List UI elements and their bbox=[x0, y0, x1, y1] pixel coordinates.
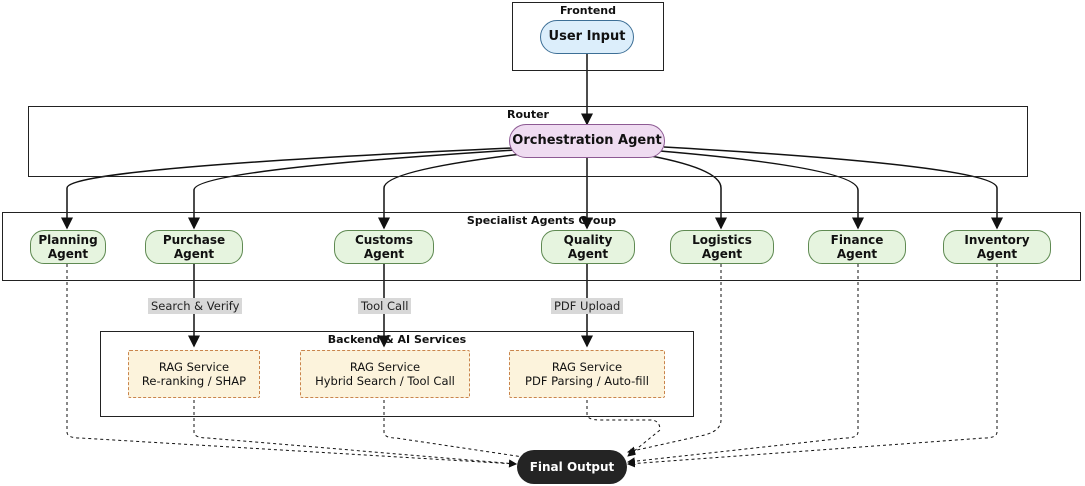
edges-orchestration-agents bbox=[61, 146, 1003, 230]
edge-planning-final bbox=[66, 264, 517, 468]
service-label-line1: RAG Service bbox=[551, 360, 623, 374]
edge-service2-final bbox=[383, 400, 531, 461]
frontend-title: Frontend bbox=[559, 4, 617, 17]
agent-label-line1: Purchase bbox=[162, 233, 226, 247]
edge-orch-planning bbox=[61, 147, 513, 230]
edge-label-tool-call: Tool Call bbox=[358, 298, 412, 314]
specialists-group: Specialist Agents Group bbox=[2, 212, 1081, 281]
agent-label-line2: Agent bbox=[836, 247, 878, 261]
router-title: Router bbox=[506, 108, 549, 121]
frontend-group: Frontend bbox=[512, 2, 664, 71]
agent-label-line2: Agent bbox=[47, 247, 89, 261]
service-label-line1: RAG Service bbox=[349, 360, 421, 374]
edges-to-final bbox=[66, 264, 998, 468]
backend-group: Backend & AI Services bbox=[100, 331, 694, 417]
final-output-label: Final Output bbox=[529, 460, 615, 474]
edge-finance-final bbox=[627, 264, 859, 466]
agent-label-line1: Planning bbox=[38, 233, 98, 247]
edge-orch-purchase bbox=[188, 149, 516, 230]
backend-title: Backend & AI Services bbox=[327, 333, 467, 346]
agent-label-line2: Agent bbox=[976, 247, 1018, 261]
agent-label-line1: Finance bbox=[830, 233, 884, 247]
edge-label-search-verify: Search & Verify bbox=[148, 298, 243, 314]
agent-label-line1: Inventory bbox=[964, 233, 1030, 247]
edge-orch-inventory bbox=[663, 146, 1003, 230]
agent-label-line1: Customs bbox=[354, 233, 414, 247]
orchestration-label: Orchestration Agent bbox=[512, 133, 662, 148]
router-group: Router bbox=[28, 106, 1028, 177]
agent-label-line2: Agent bbox=[363, 247, 405, 261]
agent-label-line1: Logistics bbox=[692, 233, 752, 247]
edge-orch-logistics bbox=[639, 153, 727, 230]
user-input-node[interactable]: User Input bbox=[540, 20, 634, 54]
edge-inventory-final bbox=[627, 264, 998, 468]
orchestration-agent-node[interactable]: Orchestration Agent bbox=[509, 124, 665, 158]
edge-service3-final bbox=[586, 400, 661, 457]
edge-orch-customs bbox=[378, 152, 531, 230]
agent-label-line2: Agent bbox=[567, 247, 609, 261]
agent-label-line1: Quality bbox=[563, 233, 613, 247]
agent-label-line2: Agent bbox=[173, 247, 215, 261]
edge-logistics-final bbox=[627, 264, 722, 455]
edge-orch-finance bbox=[659, 150, 864, 230]
service-label-line2: Re-ranking / SHAP bbox=[141, 374, 247, 388]
specialists-title: Specialist Agents Group bbox=[466, 214, 617, 227]
final-output-node[interactable]: Final Output bbox=[517, 450, 627, 484]
agent-label-line2: Agent bbox=[701, 247, 743, 261]
edge-label-pdf-upload: PDF Upload bbox=[551, 298, 624, 314]
service-label-line2: PDF Parsing / Auto-fill bbox=[525, 374, 649, 388]
service-label-line2: Hybrid Search / Tool Call bbox=[315, 374, 455, 388]
edge-service1-final bbox=[193, 400, 517, 468]
user-input-label: User Input bbox=[548, 29, 626, 44]
service-label-line1: RAG Service bbox=[158, 360, 230, 374]
